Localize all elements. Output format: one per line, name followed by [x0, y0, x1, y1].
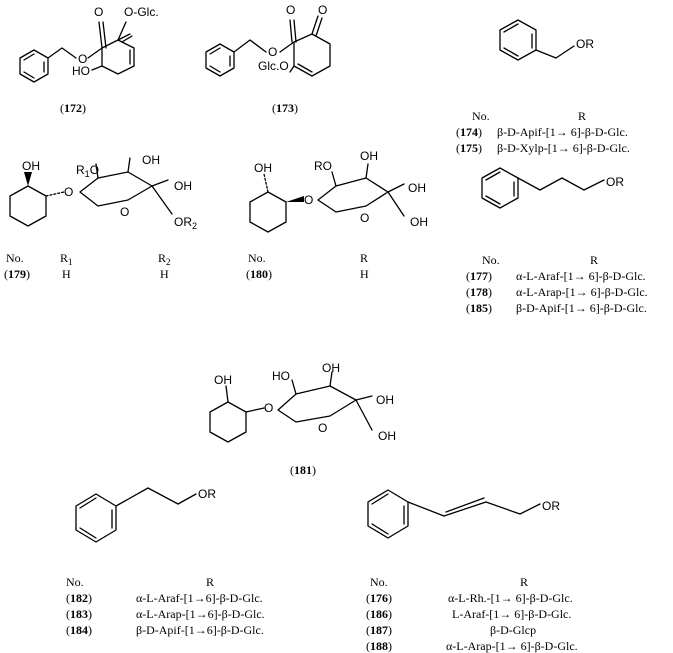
atom-oh: OH: [22, 159, 40, 173]
table-row-id: (176): [366, 591, 392, 605]
atom-o: O: [360, 211, 369, 225]
structure-177-178-185: OR No. R (177) α-L-Araf-[1→ 6]-β-D-Glc. …: [466, 167, 648, 315]
atom-o: O: [318, 3, 327, 17]
table-row-r: H: [360, 267, 369, 281]
atom-glco: Glc.O: [258, 59, 289, 73]
table-row-r: β-D-Apif-[1→ 6]-β-D-Glc.: [497, 125, 628, 139]
table-row-r: α-L-Arap-[1→ 6]-β-D-Glc.: [446, 639, 578, 653]
structure-181: OH O O HO OH OH OH (181): [209, 361, 396, 477]
structure-174-175: OR No. R (174) β-D-Apif-[1→ 6]-β-D-Glc. …: [456, 19, 630, 155]
structure-173: O O O Glc.O (173): [205, 3, 331, 115]
table-row-r: α-L-Rh.-[1→ 6]-β-D-Glc.: [448, 591, 573, 605]
atom-o: O: [318, 421, 327, 435]
table-row-r: β-D-Apif-[1→ 6]-β-D-Glc.: [516, 301, 647, 315]
table-row-id: (175): [456, 141, 482, 155]
structure-179: OH O O R1O OH OH OR2 No. R1 R2 (179) H H: [4, 153, 197, 281]
atom-or2: OR2: [174, 215, 197, 231]
atom-o: O: [268, 45, 277, 59]
table-row-r2: H: [160, 267, 169, 281]
table-176-no-header: No.: [370, 575, 388, 589]
table-row-r: α-L-Arap-[1→ 6]-β-D-Glc.: [516, 285, 648, 299]
atom-or: OR: [542, 499, 560, 513]
atom-ro: RO: [314, 159, 332, 173]
table-row-r: α-L-Araf-[1→ 6]-β-D-Glc.: [516, 269, 646, 283]
atom-o: O: [264, 401, 273, 415]
atom-ho: HO: [72, 64, 90, 78]
compound-number-172: (172): [60, 101, 86, 115]
table-row-r: β-D-Xylp-[1→ 6]-β-D-Glc.: [497, 141, 630, 155]
table-row-r1: H: [62, 267, 71, 281]
table-row-id: (174): [456, 125, 482, 139]
atom-o: O: [94, 5, 103, 19]
atom-oh: OH: [174, 179, 192, 193]
table-174-no-header: No.: [472, 109, 490, 123]
table-row-id: (177): [466, 269, 492, 283]
atom-oh: OH: [410, 215, 428, 229]
table-row-id: (186): [366, 607, 392, 621]
compound-number-181: (181): [290, 463, 316, 477]
table-180-no-header: No.: [248, 251, 266, 265]
atom-oglc: O-Glc.: [124, 5, 159, 19]
table-row-id: (179): [4, 267, 30, 281]
table-row-r: β-D-Apif-[1→6]-β-D-Glc.: [136, 623, 264, 637]
atom-or: OR: [198, 487, 216, 501]
table-179-r2-header: R2: [158, 251, 171, 267]
atom-oh: OH: [214, 373, 232, 387]
table-row-r: β-D-Glcp: [490, 623, 536, 637]
structure-172: O O O-Glc. HO (172): [19, 5, 159, 115]
atom-o: O: [304, 193, 313, 207]
atom-or: OR: [606, 175, 624, 189]
table-row-id: (184): [66, 623, 92, 637]
table-row-r: α-L-Arap-[1→6]-β-D-Glc.: [136, 607, 265, 621]
table-row-id: (188): [366, 639, 392, 653]
table-177-no-header: No.: [482, 253, 500, 267]
table-179-r1-header: R1: [60, 251, 73, 267]
atom-oh: OH: [378, 429, 396, 443]
atom-r1: R1O: [76, 163, 99, 179]
table-179-no-header: No.: [6, 251, 24, 265]
atom-o: O: [78, 52, 87, 66]
table-174-r-header: R: [578, 109, 586, 123]
atom-oh: OH: [322, 361, 340, 375]
atom-oh: OH: [408, 181, 426, 195]
atom-oh: OH: [142, 153, 160, 167]
table-row-id: (182): [66, 591, 92, 605]
table-row-id: (185): [466, 301, 492, 315]
table-row-r: L-Araf-[1→ 6]-β-D-Glc.: [452, 607, 571, 621]
atom-o: O: [286, 3, 295, 17]
table-row-id: (187): [366, 623, 392, 637]
table-176-r-header: R: [520, 575, 528, 589]
table-180-r-header: R: [360, 251, 368, 265]
table-row-id: (178): [466, 285, 492, 299]
table-row-r: α-L-Araf-[1→6]-β-D-Glc.: [136, 591, 263, 605]
atom-or: OR: [576, 37, 594, 51]
atom-oh: OH: [376, 393, 394, 407]
table-182-r-header: R: [206, 575, 214, 589]
atom-oh: OH: [360, 149, 378, 163]
table-182-no-header: No.: [66, 575, 84, 589]
atom-o: O: [64, 185, 73, 199]
structure-180: OH O O RO OH OH OH No. R (180) H: [246, 149, 428, 281]
structure-182-183-184: OR No. R (182) α-L-Araf-[1→6]-β-D-Glc. (…: [66, 487, 265, 637]
atom-ho: HO: [272, 369, 290, 383]
table-177-r-header: R: [590, 253, 598, 267]
atom-oh: OH: [254, 161, 272, 175]
compound-number-173: (173): [272, 101, 298, 115]
structure-176-186-187-188: OR No. R (176) α-L-Rh.-[1→ 6]-β-D-Glc. (…: [366, 489, 578, 653]
table-row-id: (180): [246, 267, 272, 281]
atom-o: O: [120, 205, 129, 219]
table-row-id: (183): [66, 607, 92, 621]
